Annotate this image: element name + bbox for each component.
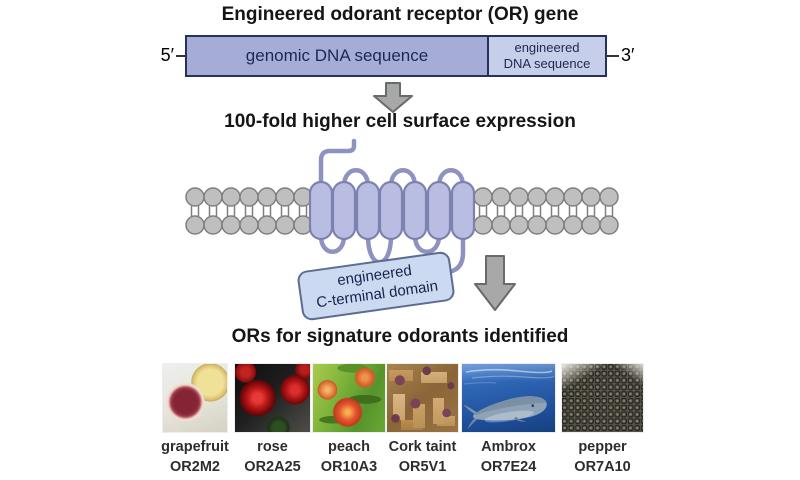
sperm-whale-illustration — [463, 368, 555, 430]
odorant-label: Cork taint OR5V1 — [389, 437, 457, 477]
engineered-dna-line2: DNA sequence — [503, 56, 591, 71]
rose-photo — [234, 363, 311, 433]
odorant-receptor-code: OR5V1 — [398, 459, 447, 475]
five-prime-label: 5′ — [160, 45, 174, 65]
odorant-card-ambrox: Ambrox OR7E24 — [461, 363, 556, 477]
odorant-card-grapefruit: grapefruit OR2M2 — [161, 363, 229, 477]
gene-bar: genomic DNA sequence engineered DNA sequ… — [185, 35, 607, 77]
odorant-card-cork-taint: Cork taint OR5V1 — [386, 363, 459, 477]
genomic-dna-box: genomic DNA sequence — [187, 37, 489, 75]
title-gene-section: Engineered odorant receptor (OR) gene — [221, 4, 579, 25]
n-terminus-line — [318, 138, 357, 187]
odorant-label: peach OR10A3 — [321, 437, 377, 477]
odorant-name: grapefruit — [161, 439, 229, 455]
lipid-bilayer-right — [473, 187, 619, 235]
wine-corks-photo — [386, 363, 459, 433]
five-prime-connector-line — [176, 55, 185, 57]
odorant-receptor-code: OR7A10 — [574, 459, 631, 475]
three-prime-label: 3′ — [621, 45, 635, 65]
sperm-whale-photo — [461, 363, 556, 433]
peppercorns-photo — [561, 363, 644, 433]
odorant-card-pepper: pepper OR7A10 — [561, 363, 644, 477]
odorant-receptor-code: OR2M2 — [170, 459, 220, 475]
odorant-card-peach: peach OR10A3 — [312, 363, 386, 477]
odorant-name: rose — [257, 439, 288, 455]
down-arrow-icon — [373, 82, 413, 113]
transmembrane-helices — [308, 180, 476, 241]
grapefruit-photo — [162, 363, 228, 433]
odorant-name: Ambrox — [481, 439, 536, 455]
peach-photo — [312, 363, 386, 433]
odorant-receptor-code: OR10A3 — [320, 459, 378, 475]
engineered-dna-line1: engineered — [514, 40, 580, 56]
engineered-dna-box: engineered DNA sequence — [489, 37, 605, 75]
odorant-name: pepper — [578, 439, 627, 455]
odorant-receptor-code: OR2A25 — [244, 459, 301, 475]
title-expression: 100-fold higher cell surface expression — [224, 111, 576, 132]
odorant-name: peach — [328, 439, 370, 455]
odorant-label: pepper OR7A10 — [574, 437, 630, 477]
odorant-name: Cork taint — [388, 439, 457, 455]
lipid-bilayer-left — [185, 187, 313, 235]
odorant-label: grapefruit OR2M2 — [161, 437, 229, 477]
three-prime-connector-line — [607, 55, 619, 57]
odorant-label: Ambrox OR7E24 — [481, 437, 537, 477]
odorant-label: rose OR2A25 — [244, 437, 300, 477]
title-odorants: ORs for signature odorants identified — [231, 326, 569, 347]
odorant-card-rose: rose OR2A25 — [234, 363, 311, 477]
odorant-receptor-code: OR7E24 — [480, 459, 537, 475]
receptor-membrane-diagram — [185, 138, 619, 275]
down-arrow-icon — [474, 255, 516, 311]
